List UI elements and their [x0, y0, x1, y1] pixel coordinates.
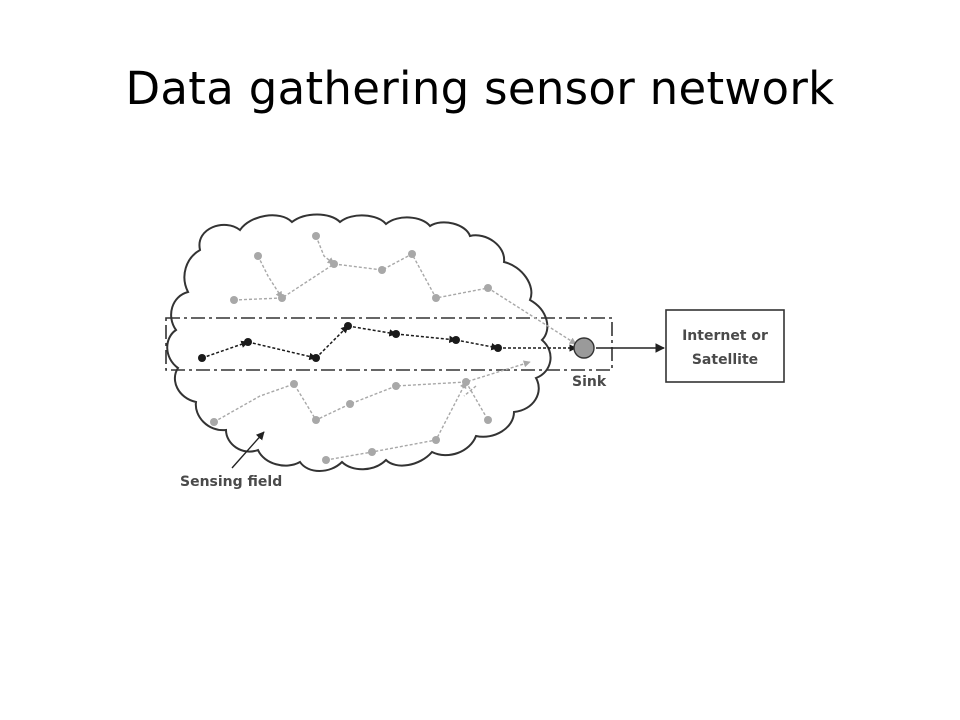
internet-box-line2: Satellite — [692, 352, 758, 368]
inactive-nodes-lower — [210, 378, 492, 464]
inactive-paths-upper — [233, 235, 577, 345]
sensing-field-label: Sensing field — [180, 474, 282, 490]
sink-label: Sink — [572, 374, 607, 390]
sensing-field-cloud — [166, 213, 552, 472]
internet-box — [665, 309, 785, 383]
active-path — [201, 325, 577, 361]
active-corridor — [165, 317, 613, 371]
inactive-nodes-upper — [230, 232, 492, 304]
sensing-field-pointer — [231, 431, 265, 469]
inactive-paths-lower — [213, 360, 531, 461]
internet-box-line1: Internet or — [682, 328, 768, 344]
active-nodes — [198, 322, 502, 362]
sink-node — [573, 337, 595, 359]
slide-title: Data gathering sensor network — [125, 62, 835, 115]
